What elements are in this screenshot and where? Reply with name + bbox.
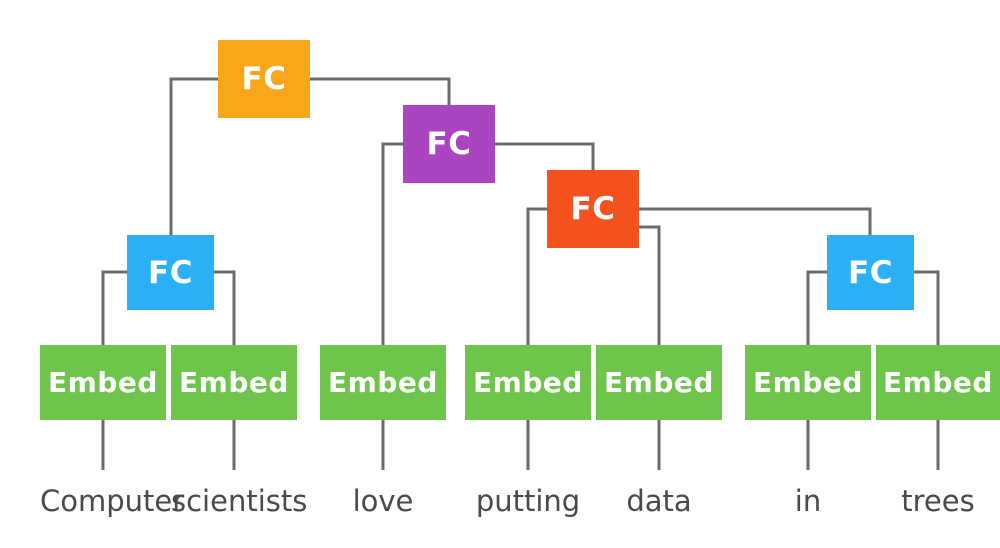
embed-trees-label: Embed bbox=[883, 366, 993, 399]
fc-red[interactable]: FC bbox=[547, 170, 639, 248]
tok-data: data bbox=[626, 484, 692, 518]
fc-purple[interactable]: FC bbox=[403, 105, 495, 183]
embed-scientists-label: Embed bbox=[179, 366, 289, 399]
tok-putting: putting bbox=[475, 484, 581, 518]
wire-blueright-to-in bbox=[806, 270, 827, 345]
wire-red-to-blueright bbox=[639, 207, 872, 235]
fc-blue-right[interactable]: FC bbox=[827, 235, 914, 310]
wire-blueright-to-trees bbox=[914, 270, 940, 345]
fc-blue-right-label: FC bbox=[848, 254, 893, 291]
embed-data[interactable]: Embed bbox=[596, 345, 722, 420]
fc-red-label: FC bbox=[570, 191, 616, 227]
tok-scientists: scientists bbox=[171, 484, 308, 518]
embed-trees[interactable]: Embed bbox=[876, 345, 1000, 420]
wire-orange-to-purple bbox=[310, 77, 451, 105]
fc-purple-label: FC bbox=[426, 126, 472, 162]
embed-putting-label: Embed bbox=[473, 366, 583, 399]
embed-computer[interactable]: Embed bbox=[40, 345, 166, 420]
fc-orange[interactable]: FC bbox=[218, 40, 310, 118]
fc-blue-left[interactable]: FC bbox=[127, 235, 214, 310]
wire-red-to-data bbox=[639, 225, 661, 345]
wire-purple-to-love bbox=[381, 142, 403, 345]
embed-data-label: Embed bbox=[604, 366, 714, 399]
embed-computer-label: Embed bbox=[48, 366, 158, 399]
wire-red-to-putting bbox=[526, 207, 547, 345]
wire-blueleft-to-computer bbox=[101, 270, 127, 345]
embed-love-label: Embed bbox=[328, 366, 438, 399]
tok-computer: Computer bbox=[40, 484, 185, 518]
embed-in[interactable]: Embed bbox=[745, 345, 871, 420]
wire-purple-to-red bbox=[495, 142, 595, 170]
embed-in-label: Embed bbox=[753, 366, 863, 399]
fc-blue-left-label: FC bbox=[148, 254, 193, 291]
tok-in: in bbox=[794, 484, 822, 518]
tok-trees: trees bbox=[901, 484, 975, 518]
embed-scientists[interactable]: Embed bbox=[171, 345, 297, 420]
wire-blueleft-to-scientists bbox=[214, 270, 236, 345]
fc-orange-label: FC bbox=[241, 61, 287, 97]
wire-orange-to-blueleft bbox=[169, 77, 218, 235]
embed-love[interactable]: Embed bbox=[320, 345, 446, 420]
embed-putting[interactable]: Embed bbox=[465, 345, 591, 420]
tok-love: love bbox=[352, 484, 414, 518]
